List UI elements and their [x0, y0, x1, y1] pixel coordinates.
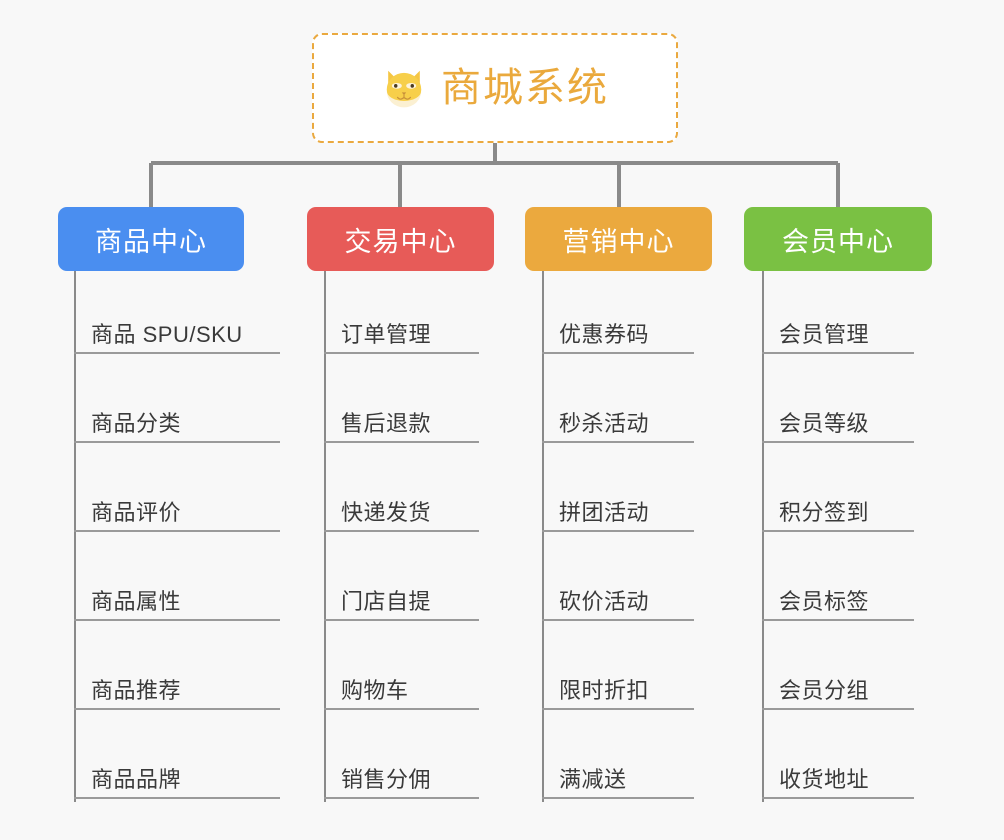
- leaf-underline: [324, 797, 479, 799]
- leaf-underline: [74, 619, 280, 621]
- category-label: 交易中心: [344, 226, 457, 257]
- leaf-list: 商品 SPU/SKU 商品分类商品评价商品属性商品推荐商品品牌: [58, 271, 280, 805]
- leaf-item[interactable]: 满减送: [525, 716, 712, 805]
- leaf-item[interactable]: 商品品牌: [58, 716, 280, 805]
- category-box[interactable]: 营销中心: [525, 207, 712, 271]
- leaf-label: 销售分佣: [341, 767, 432, 792]
- leaf-label: 门店自提: [341, 589, 432, 614]
- category-label: 商品中心: [95, 226, 207, 257]
- leaf-item[interactable]: 会员标签: [744, 538, 932, 627]
- leaf-list: 订单管理售后退款快递发货门店自提购物车销售分佣: [307, 271, 494, 805]
- leaf-label: 拼团活动: [559, 500, 650, 525]
- leaf-item[interactable]: 砍价活动: [525, 538, 712, 627]
- root-node[interactable]: 商城系统: [312, 33, 678, 143]
- leaf-label: 砍价活动: [559, 589, 650, 614]
- leaf-underline: [74, 797, 280, 799]
- leaf-item[interactable]: 会员等级: [744, 360, 932, 449]
- leaf-item[interactable]: 门店自提: [307, 538, 494, 627]
- dog-face-icon: [381, 65, 427, 111]
- column-spine: [324, 271, 326, 802]
- leaf-label: 收货地址: [779, 767, 870, 792]
- leaf-item[interactable]: 订单管理: [307, 271, 494, 360]
- leaf-underline: [74, 441, 280, 443]
- leaf-underline: [74, 352, 280, 354]
- column-spine: [542, 271, 544, 802]
- leaf-label: 售后退款: [341, 411, 432, 436]
- column-spine: [74, 271, 76, 802]
- leaf-label: 会员分组: [779, 678, 870, 703]
- leaf-underline: [762, 352, 914, 354]
- leaf-underline: [542, 708, 694, 710]
- leaf-label: 商品分类: [91, 411, 182, 436]
- leaf-item[interactable]: 商品 SPU/SKU: [58, 271, 280, 360]
- leaf-item[interactable]: 优惠券码: [525, 271, 712, 360]
- leaf-underline: [762, 530, 914, 532]
- leaf-label: 订单管理: [341, 322, 432, 347]
- leaf-item[interactable]: 限时折扣: [525, 627, 712, 716]
- leaf-label: 快递发货: [341, 500, 432, 525]
- leaf-item[interactable]: 会员分组: [744, 627, 932, 716]
- leaf-underline: [762, 441, 914, 443]
- leaf-label: 会员标签: [779, 589, 870, 614]
- column-spine: [762, 271, 764, 802]
- leaf-label: 积分签到: [779, 500, 870, 525]
- root-title: 商城系统: [441, 66, 609, 110]
- leaf-item[interactable]: 收货地址: [744, 716, 932, 805]
- leaf-item[interactable]: 商品分类: [58, 360, 280, 449]
- leaf-underline: [324, 619, 479, 621]
- leaf-underline: [542, 797, 694, 799]
- leaf-label: 会员等级: [779, 411, 870, 436]
- leaf-item[interactable]: 拼团活动: [525, 449, 712, 538]
- leaf-label: 优惠券码: [559, 322, 650, 347]
- category-label: 营销中心: [562, 226, 675, 257]
- leaf-underline: [74, 708, 280, 710]
- category-box[interactable]: 会员中心: [744, 207, 932, 271]
- leaf-item[interactable]: 购物车: [307, 627, 494, 716]
- leaf-item[interactable]: 商品属性: [58, 538, 280, 627]
- leaf-underline: [542, 530, 694, 532]
- leaf-item[interactable]: 销售分佣: [307, 716, 494, 805]
- leaf-label: 秒杀活动: [559, 411, 650, 436]
- leaf-item[interactable]: 秒杀活动: [525, 360, 712, 449]
- leaf-item[interactable]: 商品评价: [58, 449, 280, 538]
- leaf-underline: [324, 441, 479, 443]
- leaf-underline: [542, 441, 694, 443]
- leaf-underline: [542, 619, 694, 621]
- leaf-underline: [74, 530, 280, 532]
- leaf-item[interactable]: 商品推荐: [58, 627, 280, 716]
- leaf-item[interactable]: 售后退款: [307, 360, 494, 449]
- leaf-underline: [762, 619, 914, 621]
- leaf-item[interactable]: 快递发货: [307, 449, 494, 538]
- leaf-label: 购物车: [341, 678, 409, 703]
- category-box[interactable]: 商品中心: [58, 207, 244, 271]
- leaf-label: 商品属性: [91, 589, 182, 614]
- leaf-label: 会员管理: [779, 322, 870, 347]
- leaf-underline: [542, 352, 694, 354]
- leaf-label: 商品推荐: [91, 678, 182, 703]
- leaf-underline: [762, 797, 914, 799]
- leaf-label: 满减送: [559, 767, 627, 792]
- category-label: 会员中心: [782, 226, 894, 257]
- leaf-underline: [762, 708, 914, 710]
- leaf-underline: [324, 352, 479, 354]
- leaf-underline: [324, 530, 479, 532]
- leaf-underline: [324, 708, 479, 710]
- leaf-item[interactable]: 会员管理: [744, 271, 932, 360]
- leaf-label: 限时折扣: [559, 678, 650, 703]
- leaf-list: 优惠券码秒杀活动拼团活动砍价活动限时折扣满减送: [525, 271, 712, 805]
- leaf-label: 商品评价: [91, 500, 182, 525]
- leaf-label: 商品 SPU/SKU: [91, 322, 243, 347]
- leaf-label: 商品品牌: [91, 767, 182, 792]
- leaf-list: 会员管理会员等级积分签到会员标签会员分组收货地址: [744, 271, 932, 805]
- leaf-item[interactable]: 积分签到: [744, 449, 932, 538]
- category-box[interactable]: 交易中心: [307, 207, 494, 271]
